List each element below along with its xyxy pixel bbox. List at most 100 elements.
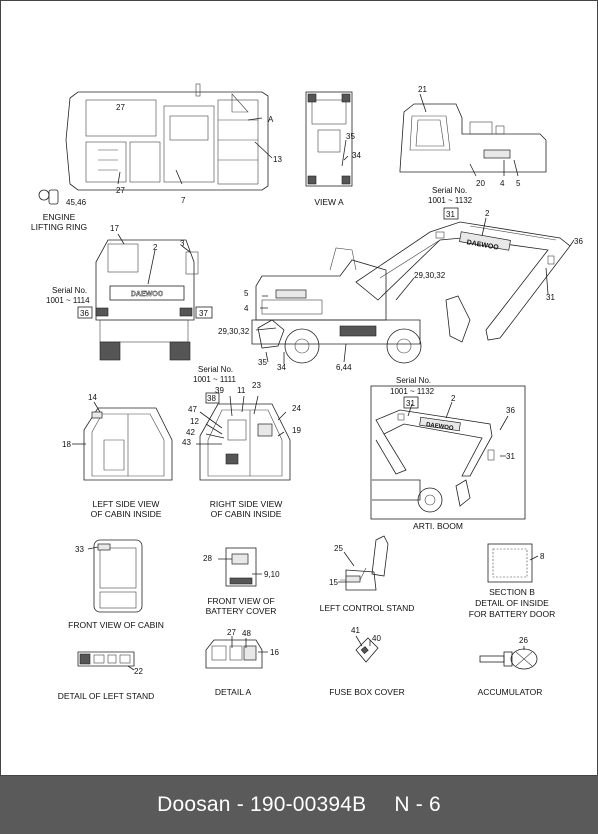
callout-47: 47 <box>188 405 197 414</box>
serial-label-1114: Serial No. <box>52 286 87 295</box>
callout-27-bottom: 27 <box>116 186 125 195</box>
callout-24: 24 <box>292 404 301 413</box>
caption-detail-a: DETAIL A <box>215 687 252 697</box>
callout-36-rear: 36 <box>80 309 89 318</box>
caption-engine: ENGINE <box>43 212 76 222</box>
serial-label-b: Serial No. <box>396 376 431 385</box>
callout-26: 26 <box>519 636 528 645</box>
callout-2-rear: 2 <box>153 243 158 252</box>
engine-lifting-ring: 45,46 ENGINE LIFTING RING <box>31 189 87 232</box>
battery-cover-view: 28 9,10 FRONT VIEW OF BATTERY COVER <box>203 547 280 616</box>
serial-1001-1132-a: Serial No. 1001 ~ 1132 31 <box>428 186 473 220</box>
serial-label-a: Serial No. <box>432 186 467 195</box>
callout-5-upper: 5 <box>516 179 521 188</box>
footer-page-number: N - 6 <box>394 793 441 816</box>
caption-battery-1: FRONT VIEW OF <box>207 596 274 606</box>
callout-31-arti-b: 31 <box>506 452 515 461</box>
callout-11: 11 <box>237 386 246 395</box>
callout-38: 38 <box>207 394 216 403</box>
callout-35-side: 35 <box>258 358 267 367</box>
drawing-sheet: 27 27 7 13 A 45,46 ENGINE LIFTING RING 3… <box>0 0 598 776</box>
callout-23: 23 <box>252 381 261 390</box>
caption-front-cabin: FRONT VIEW OF CABIN <box>68 620 164 630</box>
top-plan-view: 27 27 7 13 A <box>65 83 282 205</box>
parts-diagram: 27 27 7 13 A 45,46 ENGINE LIFTING RING 3… <box>31 83 583 701</box>
callout-view-a-arrow: A <box>268 115 274 124</box>
callout-4-upper: 4 <box>500 179 505 188</box>
callout-20: 20 <box>476 179 485 188</box>
callout-40: 40 <box>372 634 381 643</box>
caption-fuse-box: FUSE BOX COVER <box>329 687 405 697</box>
callout-33: 33 <box>75 545 84 554</box>
callout-39: 39 <box>215 386 224 395</box>
callout-7: 7 <box>181 196 186 205</box>
serial-label-1111: Serial No. <box>198 365 233 374</box>
callout-29-30-32-upper: 29,30,32 <box>414 271 446 280</box>
front-cabin-view: 33 FRONT VIEW OF CABIN <box>68 539 164 630</box>
callout-31-serial-a: 31 <box>446 210 455 219</box>
callout-45-46: 45,46 <box>66 198 87 207</box>
callout-48: 48 <box>242 629 251 638</box>
caption-right-side-2: OF CABIN INSIDE <box>211 509 282 519</box>
callout-31-arti-a: 31 <box>406 399 415 408</box>
callout-43: 43 <box>182 438 191 447</box>
footer-bar: Doosan - 190-00394B N - 6 <box>0 776 598 834</box>
left-cabin-view: 14 18 LEFT SIDE VIEW OF CABIN INSIDE <box>62 393 173 519</box>
callout-9-10: 9,10 <box>264 570 280 579</box>
excavator-side-view: DAEWOO 2 36 29,30,32 31 5 4 29,30,32 35 … <box>218 209 583 372</box>
footer-text: Doosan - 190-00394B N - 6 <box>157 793 441 817</box>
serial-1001-1111: Serial No. 1001 ~ 1111 <box>193 365 236 384</box>
callout-25: 25 <box>334 544 343 553</box>
caption-left-stand: DETAIL OF LEFT STAND <box>58 691 155 701</box>
callout-22: 22 <box>134 667 143 676</box>
callout-13: 13 <box>273 155 282 164</box>
brand-decal-arti: DAEWOO <box>426 422 455 432</box>
callout-27-detail: 27 <box>227 628 236 637</box>
callout-3: 3 <box>180 239 185 248</box>
callout-2-arti: 2 <box>451 394 456 403</box>
callout-41: 41 <box>351 626 360 635</box>
callout-37: 37 <box>199 309 208 318</box>
brand-decal-rear: DAEWOO <box>131 291 164 298</box>
section-b-view: 8 SECTION B DETAIL OF INSIDE FOR BATTERY… <box>469 543 555 619</box>
left-control-stand-view: 25 15 LEFT CONTROL STAND <box>320 535 415 613</box>
caption-lifting-ring: LIFTING RING <box>31 222 87 232</box>
callout-19: 19 <box>292 426 301 435</box>
callout-27-top: 27 <box>116 103 125 112</box>
detail-a-view: 27 48 16 DETAIL A <box>205 628 279 697</box>
callout-15: 15 <box>329 578 338 587</box>
serial-range-b: 1001 ~ 1132 <box>390 387 435 396</box>
callout-35-view-a: 35 <box>346 132 355 141</box>
caption-left-side-1: LEFT SIDE VIEW <box>93 499 160 509</box>
callout-8: 8 <box>540 552 545 561</box>
caption-left-side-2: OF CABIN INSIDE <box>91 509 162 519</box>
callout-21: 21 <box>418 85 427 94</box>
callout-18: 18 <box>62 440 71 449</box>
callout-16: 16 <box>270 648 279 657</box>
rear-view: DAEWOO 17 2 3 36 37 Serial No. 1001 ~ 11… <box>46 224 213 361</box>
caption-section-b-3: FOR BATTERY DOOR <box>469 609 555 619</box>
callout-5-side: 5 <box>244 289 249 298</box>
callout-12: 12 <box>190 417 199 426</box>
caption-view-a: VIEW A <box>314 197 344 207</box>
fuse-box-view: 41 40 FUSE BOX COVER <box>329 626 405 697</box>
callout-6-44: 6,44 <box>336 363 352 372</box>
caption-left-control: LEFT CONTROL STAND <box>320 603 415 613</box>
callout-17: 17 <box>110 224 119 233</box>
arti-boom-panel: DAEWOO Serial No. 1001 ~ 1132 31 2 36 31… <box>370 376 526 531</box>
caption-battery-2: BATTERY COVER <box>206 606 277 616</box>
callout-42: 42 <box>186 428 195 437</box>
callout-34-view-a: 34 <box>352 151 361 160</box>
callout-31-boom: 31 <box>546 293 555 302</box>
callout-36-arti: 36 <box>506 406 515 415</box>
upper-body-side: 21 20 4 5 <box>399 85 547 188</box>
serial-range-a: 1001 ~ 1132 <box>428 196 473 205</box>
footer-title: Doosan - 190-00394B <box>157 793 367 816</box>
callout-34-side: 34 <box>277 363 286 372</box>
callout-28: 28 <box>203 554 212 563</box>
right-cabin-view: 39 11 23 38 47 12 42 43 24 19 RIGHT SIDE… <box>182 381 301 519</box>
callout-14: 14 <box>88 393 97 402</box>
serial-range-1111: 1001 ~ 1111 <box>193 375 236 384</box>
callout-36-boom: 36 <box>574 237 583 246</box>
caption-right-side-1: RIGHT SIDE VIEW <box>210 499 283 509</box>
